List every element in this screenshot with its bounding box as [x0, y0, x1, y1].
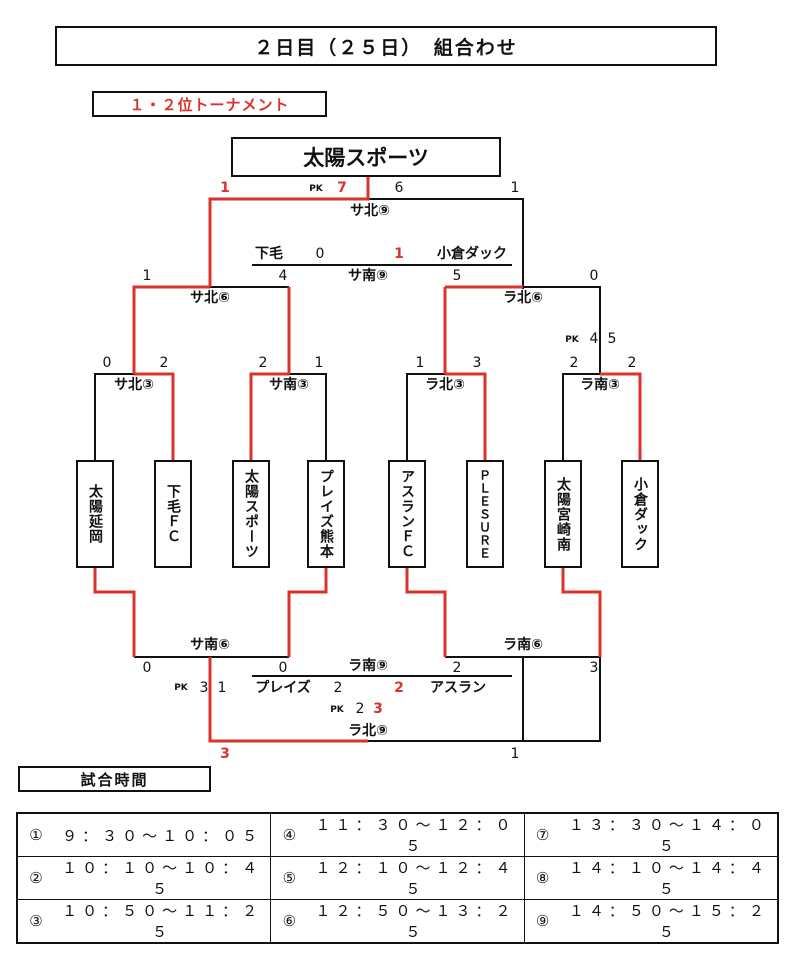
score-lower-right-r: 3 — [589, 660, 599, 676]
table-row: ① ９：３０～１０：０５ ④ １１：３０～１２：０５ ⑦ １３：３０～１４：０５ — [16, 812, 779, 857]
venue-qf1: サ北③ — [114, 377, 154, 393]
score-qf3-r: 3 — [472, 355, 482, 371]
score-final-left: 1 — [220, 180, 230, 196]
venue-lower-left: サ南⑥ — [190, 637, 230, 653]
venue-semi-right: ラ北⑥ — [503, 290, 543, 306]
score-lower-left-r: 0 — [278, 660, 288, 676]
lower-left-score: 2 — [333, 680, 343, 696]
venue-semi-left: サ北⑥ — [190, 290, 230, 306]
slot-time: １０：５０～１１：２５ — [54, 899, 272, 944]
slot-time: １３：３０～１４：０５ — [560, 812, 779, 857]
slot-number: ① — [16, 812, 54, 857]
venue-final: サ北⑨ — [350, 203, 390, 219]
lower-right-score: 2 — [394, 680, 404, 696]
pk-label-final: PK — [309, 184, 323, 194]
pk-final-right: 6 — [394, 180, 404, 196]
slot-time: １０：１０～１０：４５ — [54, 856, 272, 900]
page-title: ２日目（２５日） 組合わせ — [55, 26, 717, 66]
team-box-3: 太陽スポーツ — [232, 460, 270, 568]
team-box-1: 太陽延岡 — [76, 460, 114, 568]
team-box-2: 下毛ＦＣ — [154, 460, 192, 568]
score-lower-right-l: 2 — [452, 660, 462, 676]
bracket-heading: １・２位トーナメント — [92, 91, 327, 117]
team-box-5: アスランＦＣ — [388, 460, 426, 568]
score-final-right: 1 — [510, 180, 520, 196]
slot-time: １２：５０～１３：２５ — [307, 899, 525, 944]
pk-final-left: 7 — [337, 180, 347, 196]
team-box-6: ＰＬＥＳＵＲＥ — [466, 460, 504, 568]
lower-left-team: プレイズ — [255, 680, 311, 696]
slot-number: ⑦ — [523, 812, 561, 857]
score-qf4-r: 2 — [627, 355, 637, 371]
team-box-7: 太陽宮崎南 — [544, 460, 582, 568]
venue-lower-mid: ラ南⑨ — [348, 658, 388, 674]
slot-number: ② — [16, 856, 54, 900]
pk-qf4-right: 5 — [607, 331, 617, 347]
score-qf1-r: 2 — [159, 355, 169, 371]
venue-third-place: サ南⑨ — [348, 268, 388, 284]
slot-number: ③ — [16, 899, 54, 944]
score-lower-left-l: 0 — [142, 660, 152, 676]
table-row: ③ １０：５０～１１：２５ ⑥ １２：５０～１３：２５ ⑨ １４：５０～１５：２… — [16, 899, 779, 944]
schedule-table: ① ９：３０～１０：０５ ④ １１：３０～１２：０５ ⑦ １３：３０～１４：０５… — [16, 812, 779, 944]
champion-box: 太陽スポーツ — [231, 137, 501, 177]
venue-lower-right: ラ南⑥ — [503, 637, 543, 653]
slot-time: １４：５０～１５：２５ — [560, 899, 779, 944]
score-qf1-l: 0 — [102, 355, 112, 371]
slot-time: １４：１０～１４：４５ — [560, 856, 779, 900]
venue-qf2: サ南③ — [269, 377, 309, 393]
schedule-heading: 試合時間 — [18, 766, 211, 792]
slot-number: ④ — [270, 812, 308, 857]
venue-qf3: ラ北③ — [425, 377, 465, 393]
slot-number: ⑨ — [523, 899, 561, 944]
score-qf2-l: 2 — [258, 355, 268, 371]
third-left-score: 0 — [315, 246, 325, 262]
score-qf4-l: 2 — [569, 355, 579, 371]
venue-qf4: ラ南③ — [580, 377, 620, 393]
score-semi-left-r: 4 — [278, 268, 288, 284]
slot-time: ９：３０～１０：０５ — [54, 812, 272, 857]
score-lower-final-r: 1 — [510, 746, 520, 762]
pk-lower1-a: 3 — [199, 680, 209, 696]
slot-number: ⑤ — [270, 856, 308, 900]
pk-lower2-a: 2 — [355, 701, 365, 717]
table-row: ② １０：１０～１０：４５ ⑤ １２：１０～１２：４５ ⑧ １４：１０～１４：４… — [16, 856, 779, 900]
third-left-team: 下毛 — [255, 246, 283, 262]
pk-qf4-left: 4 — [589, 331, 599, 347]
score-qf3-l: 1 — [415, 355, 425, 371]
pk-label-qf4: PK — [565, 335, 579, 345]
third-right-score: 1 — [394, 246, 404, 262]
team-box-4: プレイズ熊本 — [307, 460, 345, 568]
third-right-team: 小倉ダック — [437, 246, 507, 262]
score-semi-left-l: 1 — [142, 268, 152, 284]
pk-label-lower2: PK — [330, 705, 344, 715]
pk-lower1-b: 1 — [217, 680, 227, 696]
score-semi-right-l: 5 — [452, 268, 462, 284]
slot-number: ⑥ — [270, 899, 308, 944]
pk-lower2-b: 3 — [373, 701, 383, 717]
slot-number: ⑧ — [523, 856, 561, 900]
pk-label-lower1: PK — [174, 683, 188, 693]
lower-right-team: アスラン — [430, 680, 486, 696]
score-lower-final-l: 3 — [220, 746, 230, 762]
venue-lower-final: ラ北⑨ — [348, 723, 388, 739]
slot-time: １２：１０～１２：４５ — [307, 856, 525, 900]
score-semi-right-r: 0 — [589, 268, 599, 284]
team-box-8: 小倉ダック — [621, 460, 659, 568]
score-qf2-r: 1 — [314, 355, 324, 371]
slot-time: １１：３０～１２：０５ — [307, 812, 525, 857]
